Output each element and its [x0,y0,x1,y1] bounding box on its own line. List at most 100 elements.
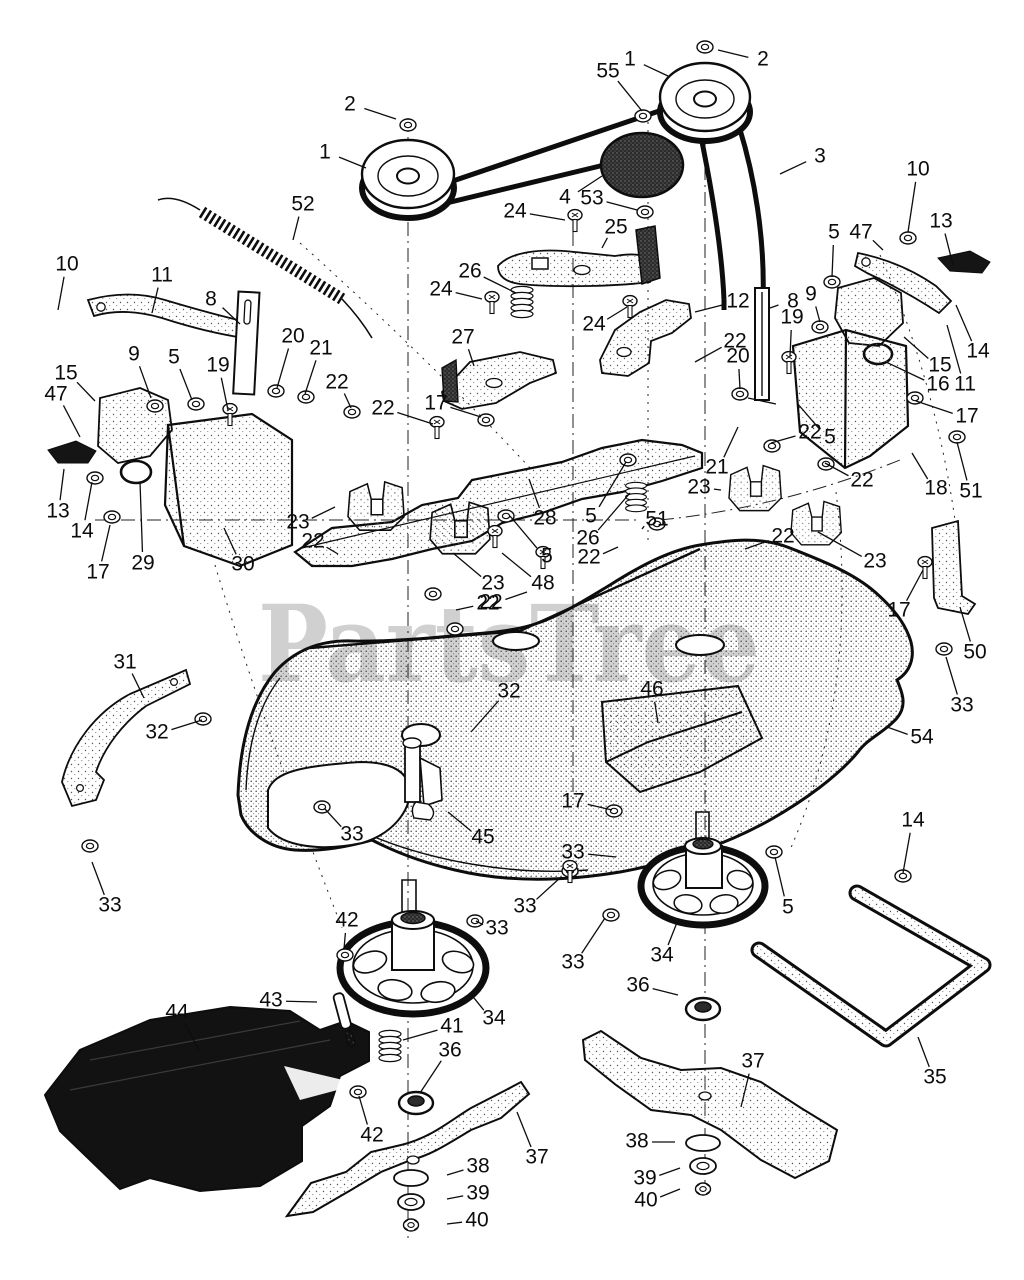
brake-pad-plate-left [97,387,173,464]
discharge-chute-46 [600,684,764,794]
leader-line [956,441,968,481]
leader-line [917,1036,930,1068]
leader-line [151,287,159,314]
callout-40-104: 40 [634,1189,657,1212]
callout-20-20: 20 [726,345,749,368]
callout-14-49: 14 [70,520,94,543]
callout-53-7: 53 [580,187,603,210]
callout-24-14: 24 [582,313,606,336]
leader-line [723,426,739,458]
belt-drive [157,61,766,339]
callout-22-34: 22 [850,469,873,492]
leader-line [483,276,517,294]
belt [429,105,766,301]
bottom-parts [43,884,992,1232]
leader-line [343,393,352,409]
leader-line [59,468,65,501]
idler-arm-12 [599,299,692,377]
leader-line [789,329,792,357]
callout-42-86: 42 [360,1124,383,1147]
leader-line [955,304,973,342]
callout-38-99: 38 [466,1155,489,1178]
gauge-bracket-31 [61,668,192,808]
leader-line [138,365,152,399]
leader-line [528,478,541,509]
leader-line [581,917,606,954]
callout-39-100: 39 [466,1182,489,1205]
left-hardware [47,290,294,568]
callout-22-55: 22 [371,397,394,420]
leader-line [617,80,643,112]
callout-21-35: 21 [705,456,728,479]
leader-line [713,488,722,491]
leader-line [509,515,538,549]
leader-line [667,919,679,946]
leader-line [222,307,241,325]
grommet-ring [119,459,153,485]
callout-10-21: 10 [906,158,929,181]
callout-33-79: 33 [98,894,121,917]
callout-40-101: 40 [465,1209,488,1232]
leader-line [139,481,144,553]
bearing-36-right [684,996,722,1022]
callout-10-37: 10 [55,253,78,276]
leader-line [62,405,81,438]
callout-21-44: 21 [309,337,332,360]
callout-22-66: 22 [771,525,794,548]
leader-line [529,213,566,221]
leader-line [659,1188,681,1198]
leader-line [455,605,474,611]
callout-32-74: 32 [497,680,520,703]
callout-5-89: 5 [782,896,794,919]
leader-line [171,719,203,731]
leader-line [358,1095,368,1125]
leader-line [447,811,472,832]
callout-37-98: 37 [525,1146,548,1169]
leader-line [717,49,749,59]
callout-19-18: 19 [780,306,803,329]
callout-43-94: 43 [259,989,282,1012]
callout-3-5: 3 [814,145,826,168]
deck-hole [675,634,725,656]
callout-19-42: 19 [206,354,229,377]
vee-idler-pulley [657,61,753,144]
leader-line [587,853,617,858]
callout-30-52: 30 [231,553,254,576]
leader-line [945,656,958,695]
callout-9-40: 9 [128,343,140,366]
callout-24-8: 24 [503,200,527,223]
leader-line [475,920,484,926]
bearing-36-left [397,1090,435,1116]
spindle-assembly-left [336,879,490,1018]
callout-18-30: 18 [924,477,947,500]
callout-2-0: 2 [344,93,356,116]
callout-31-72: 31 [113,651,136,674]
spring-clip-right [937,250,991,274]
washer-stack-right [685,1134,721,1196]
leader-line [886,726,908,736]
leader-line [694,304,724,313]
leader-line [338,156,367,169]
callout-4-6: 4 [559,186,571,209]
callout-14-90: 14 [901,809,925,832]
callout-38-102: 38 [625,1130,648,1153]
leader-line [536,876,562,900]
leader-line [907,181,917,233]
leader-line [292,216,300,241]
callout-17-50: 17 [86,561,109,584]
callout-51-65: 51 [645,508,668,531]
callout-17-29: 17 [955,405,978,428]
flat-idler-pulley [359,138,457,221]
callout-37-97: 37 [741,1050,764,1073]
friction-wheel [599,131,685,199]
leader-line [643,64,669,77]
leader-line [397,411,434,425]
leader-line [455,291,483,300]
leader-line [902,832,911,874]
spacer-23 [347,481,405,531]
callout-55-2: 55 [596,60,619,83]
callout-36-91: 36 [626,974,649,997]
leader-line [944,233,954,266]
